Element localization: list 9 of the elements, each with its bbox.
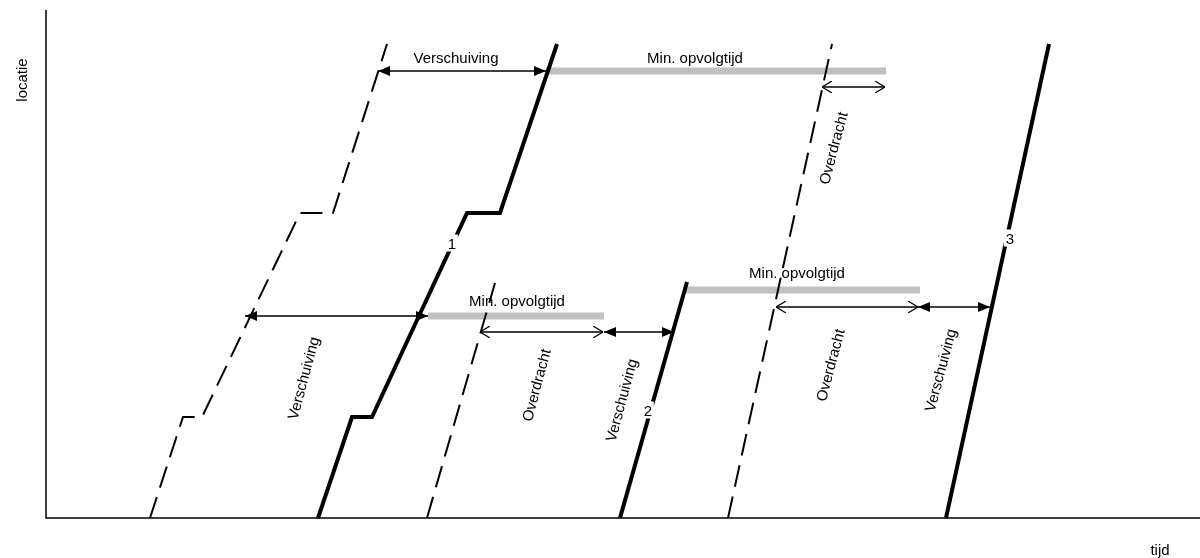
interval-label: Min. opvolgtijd	[749, 264, 845, 280]
train-number: 1	[445, 234, 459, 252]
interval-label: Verschuiving	[413, 49, 499, 65]
interval-label: Min. opvolgtijd	[469, 292, 565, 308]
train-number: 2	[641, 401, 655, 419]
axis-label: locatie	[13, 58, 29, 102]
interval-label: Min. opvolgtijd	[647, 49, 743, 65]
train-number: 3	[1003, 229, 1017, 247]
axis-label: tijd	[1150, 541, 1170, 557]
